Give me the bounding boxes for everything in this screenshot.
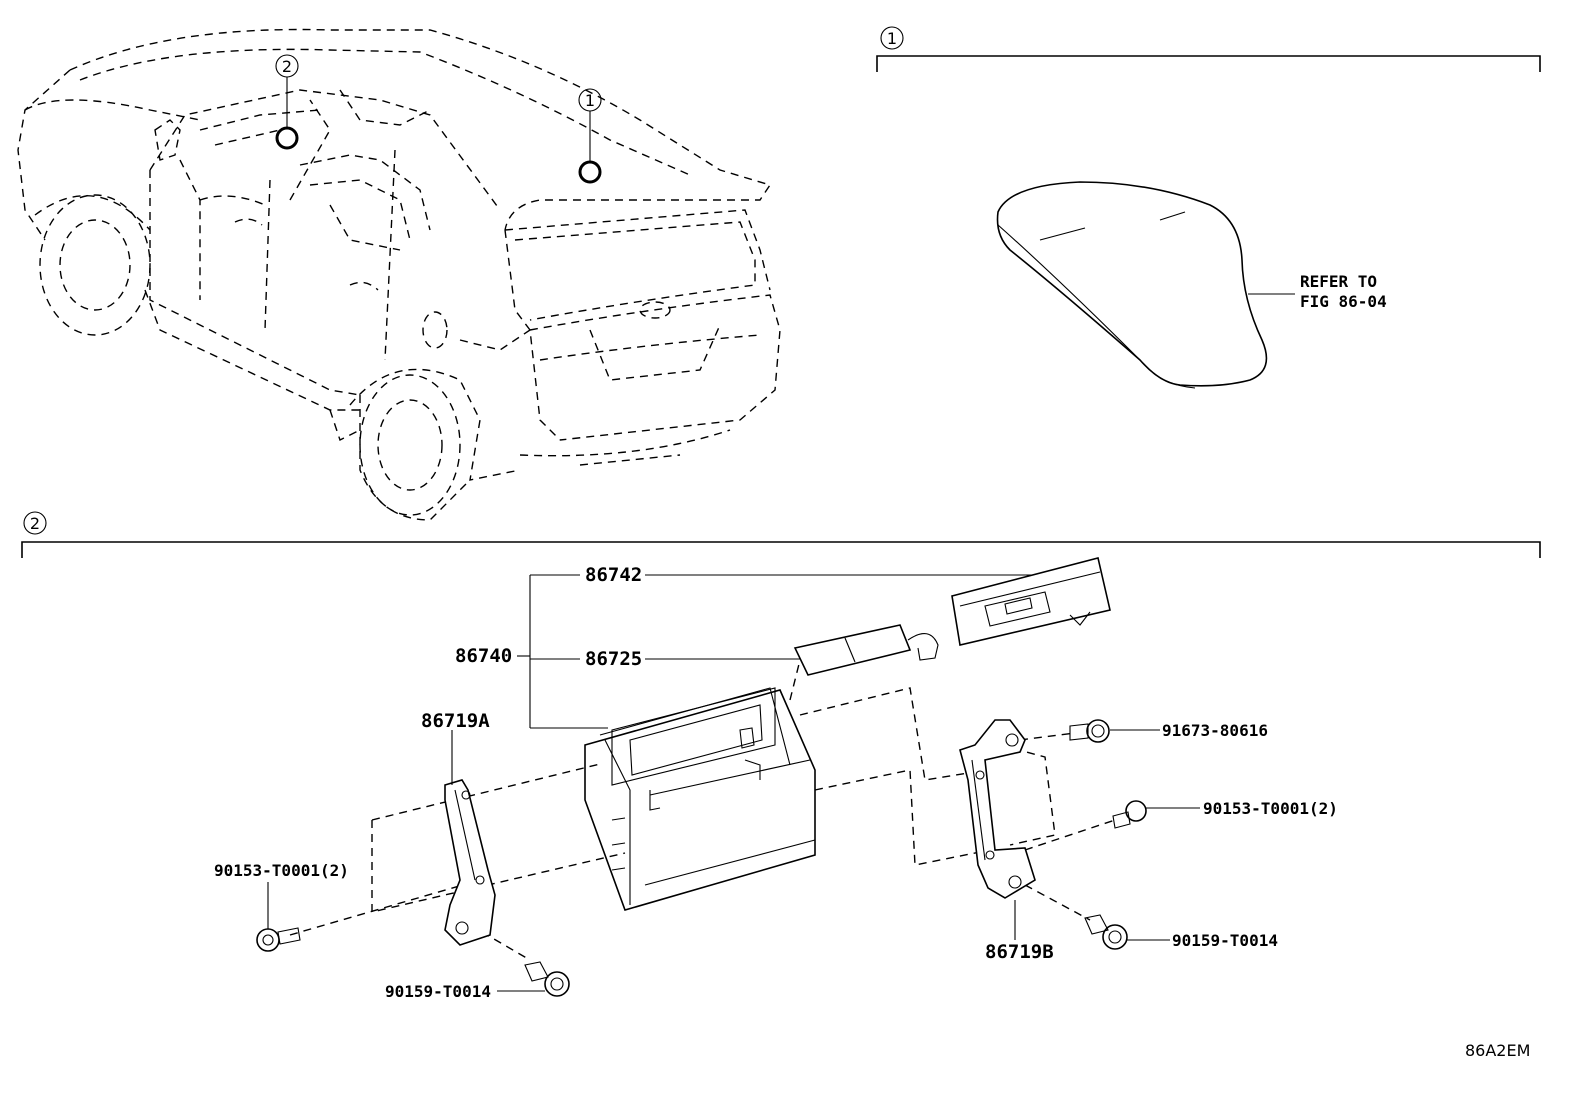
vehicle-illustration: 2 1 — [17, 28, 781, 521]
svg-text:1: 1 — [585, 91, 595, 110]
section-2: 2 86742 86740 86725 — [21, 511, 1541, 1001]
refer-fig-text: FIG 86-04 — [1300, 292, 1387, 311]
part-90159-right-label: 90159-T0014 — [1172, 931, 1278, 950]
part-86725-label: 86725 — [585, 648, 642, 670]
part-90153-left-label: 90153-T0001(2) — [214, 861, 349, 880]
part-90159-right-bolt — [1084, 914, 1128, 950]
vehicle-callout-2: 2 — [275, 54, 299, 150]
svg-text:2: 2 — [282, 57, 292, 76]
part-86719B-bracket — [959, 719, 1036, 899]
leader-86740 — [517, 574, 1075, 729]
part-86742-label: 86742 — [585, 564, 642, 586]
refer-to-text: REFER TO — [1300, 272, 1377, 291]
part-86742-module — [951, 557, 1111, 646]
part-86725-antenna — [793, 624, 939, 676]
section-2-marker: 2 — [30, 514, 40, 533]
dashed-relations — [289, 659, 1116, 961]
antenna-cover — [996, 181, 1295, 389]
vehicle-callout-1: 1 — [578, 88, 602, 184]
section-1-marker: 1 — [887, 29, 897, 48]
part-90153-left-bolt — [256, 927, 301, 952]
main-unit — [584, 687, 816, 911]
part-86719A-bracket — [444, 779, 496, 946]
part-86719B-label: 86719B — [985, 941, 1054, 963]
part-90153-right-label: 90153-T0001(2) — [1203, 799, 1338, 818]
section-1: 1 REFER TO FIG 86-04 — [876, 26, 1541, 389]
part-86740-label: 86740 — [455, 645, 512, 667]
diagram-code: 86A2EM — [1465, 1041, 1530, 1060]
part-90153-right-bolt — [1112, 800, 1147, 829]
part-86719A-label: 86719A — [421, 710, 490, 732]
part-91673-80616-label: 91673-80616 — [1162, 721, 1268, 740]
part-91673-80616-nut — [1069, 719, 1110, 743]
part-90159-left-bolt — [524, 961, 570, 997]
part-90159-left-label: 90159-T0014 — [385, 982, 491, 1001]
